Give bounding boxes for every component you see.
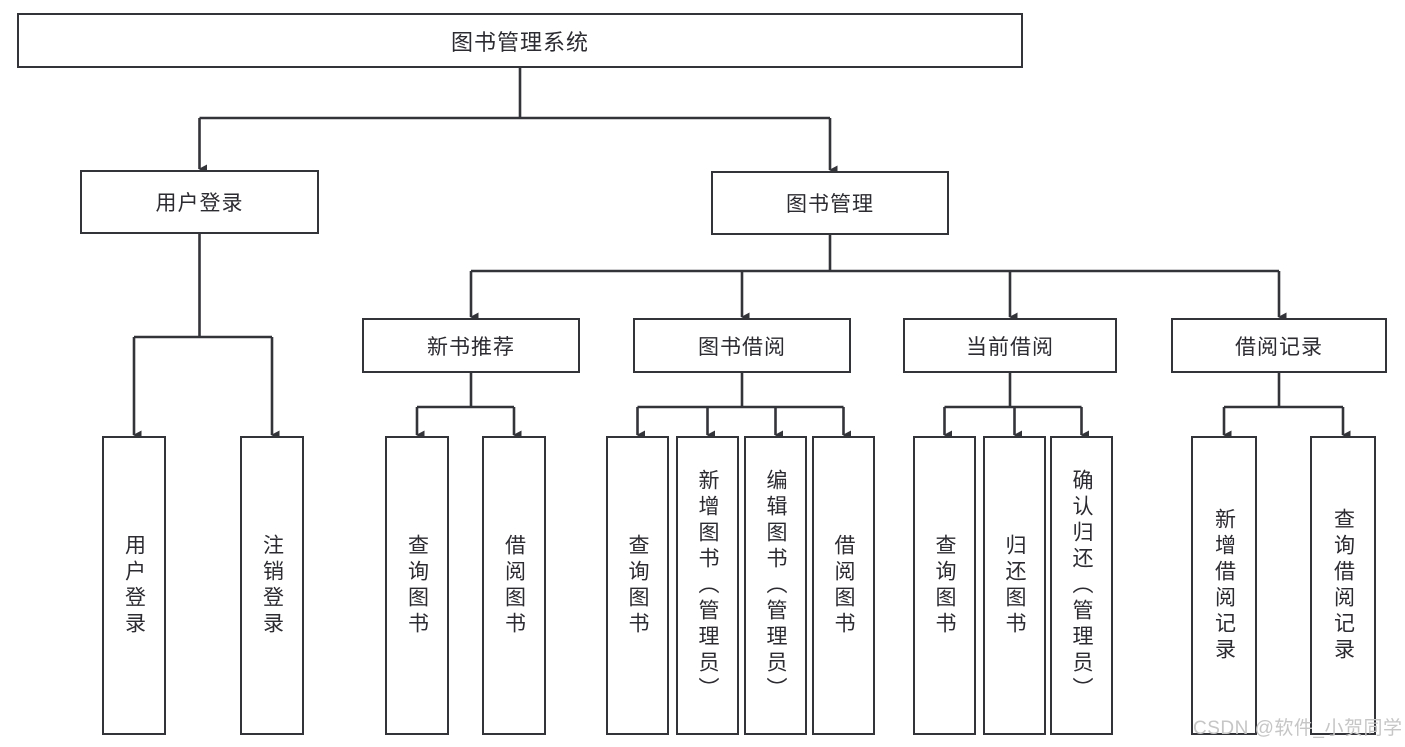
- node-label-bookmgmt: 图书管理: [786, 193, 874, 216]
- node-newbook[interactable]: 新书推荐: [362, 318, 580, 373]
- connector-lines: [132, 68, 1351, 440]
- node-l-borrow-3[interactable]: 编辑图书（管理员）: [744, 436, 807, 735]
- node-label-l-cur-2: 归还图书: [1003, 533, 1026, 638]
- node-label-l-rec-2: 查询借阅记录: [1331, 507, 1355, 664]
- node-records[interactable]: 借阅记录: [1171, 318, 1387, 373]
- node-l-new-1[interactable]: 查询图书: [385, 436, 449, 735]
- node-l-login-2[interactable]: 注销登录: [240, 436, 304, 735]
- node-l-borrow-1[interactable]: 查询图书: [606, 436, 669, 735]
- node-l-cur-2[interactable]: 归还图书: [983, 436, 1046, 735]
- node-label-l-new-1: 查询图书: [405, 533, 429, 638]
- node-label-current: 当前借阅: [966, 335, 1054, 359]
- node-label-l-rec-1: 新增借阅记录: [1212, 507, 1236, 664]
- node-label-l-borrow-2: 新增图书（管理员）: [696, 468, 719, 703]
- node-label-root: 图书管理系统: [450, 29, 589, 55]
- node-label-l-borrow-3: 编辑图书（管理员）: [764, 468, 787, 703]
- node-root[interactable]: 图书管理系统: [17, 13, 1023, 68]
- node-l-login-1[interactable]: 用户登录: [102, 436, 166, 735]
- node-l-borrow-2[interactable]: 新增图书（管理员）: [676, 436, 739, 735]
- node-label-l-borrow-1: 查询图书: [626, 533, 649, 638]
- node-l-borrow-4[interactable]: 借阅图书: [812, 436, 875, 735]
- node-l-cur-1[interactable]: 查询图书: [913, 436, 976, 735]
- node-label-newbook: 新书推荐: [427, 335, 515, 359]
- node-label-l-new-2: 借阅图书: [502, 533, 526, 638]
- node-l-rec-2[interactable]: 查询借阅记录: [1310, 436, 1376, 735]
- node-label-l-login-1: 用户登录: [122, 533, 146, 638]
- node-l-rec-1[interactable]: 新增借阅记录: [1191, 436, 1257, 735]
- node-label-l-login-2: 注销登录: [260, 533, 284, 638]
- node-l-new-2[interactable]: 借阅图书: [482, 436, 546, 735]
- node-label-l-cur-1: 查询图书: [933, 533, 956, 638]
- node-label-records: 借阅记录: [1235, 335, 1323, 359]
- node-label-login: 用户登录: [155, 192, 244, 215]
- node-login[interactable]: 用户登录: [80, 170, 319, 234]
- node-l-cur-3[interactable]: 确认归还（管理员）: [1050, 436, 1113, 735]
- node-label-l-borrow-4: 借阅图书: [832, 533, 855, 638]
- node-label-l-cur-3: 确认归还（管理员）: [1070, 468, 1093, 703]
- node-borrow[interactable]: 图书借阅: [633, 318, 851, 373]
- csdn-watermark: CSDN @软件_小贺同学: [1193, 718, 1403, 739]
- node-bookmgmt[interactable]: 图书管理: [711, 171, 949, 235]
- node-label-borrow: 图书借阅: [698, 335, 786, 359]
- node-current[interactable]: 当前借阅: [903, 318, 1117, 373]
